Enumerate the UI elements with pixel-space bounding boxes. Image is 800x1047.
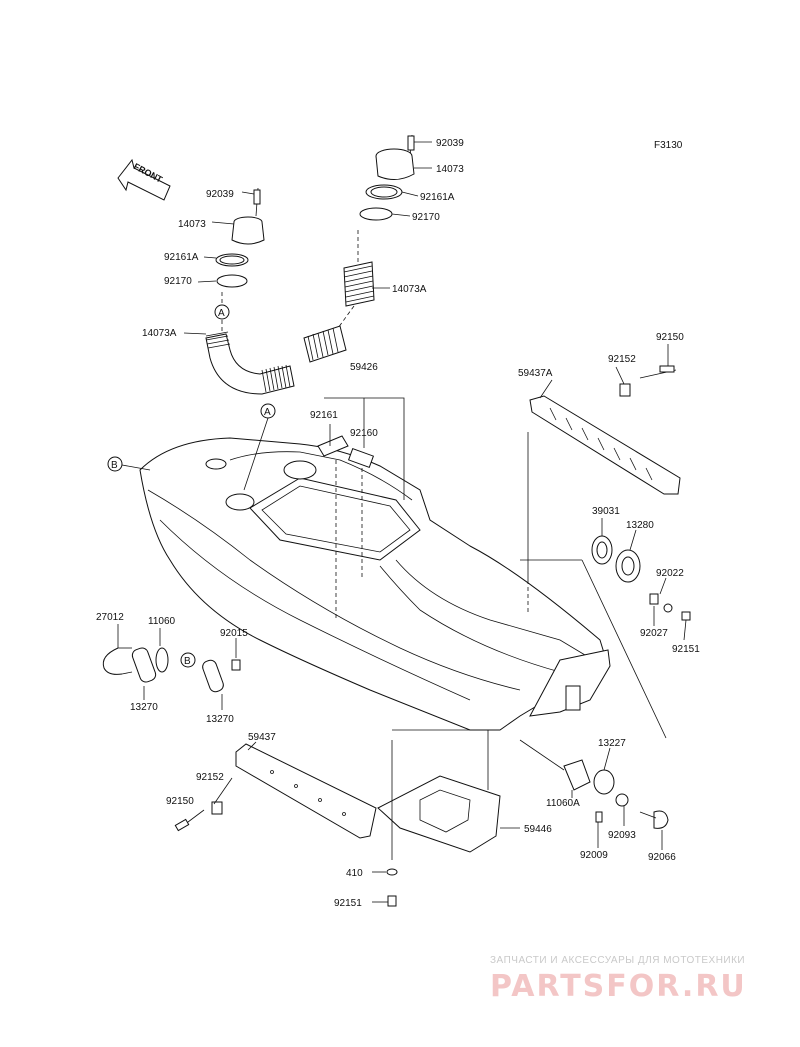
label-92161a-top: 92161A bbox=[420, 192, 455, 203]
label-92170-top: 92170 bbox=[412, 212, 440, 223]
part-labels: 92039 14073 92161A 92170 14073A 92039 14… bbox=[96, 138, 700, 909]
label-92151-right: 92151 bbox=[672, 644, 700, 655]
label-92170-left: 92170 bbox=[164, 276, 192, 287]
label-92027: 92027 bbox=[640, 628, 668, 639]
label-92161: 92161 bbox=[310, 410, 338, 421]
label-92015: 92015 bbox=[220, 628, 248, 639]
left-small-parts bbox=[102, 647, 241, 693]
label-92022: 92022 bbox=[656, 568, 684, 579]
label-92161a-left: 92161A bbox=[164, 252, 199, 263]
label-92151-bottom: 92151 bbox=[334, 898, 362, 909]
label-59437a: 59437A bbox=[518, 368, 553, 379]
label-92039-left: 92039 bbox=[206, 189, 234, 200]
left-sponson bbox=[174, 743, 377, 839]
label-13227: 13227 bbox=[598, 738, 626, 749]
label-13280: 13280 bbox=[626, 520, 654, 531]
label-14073a-left: 14073A bbox=[142, 328, 177, 339]
label-59446: 59446 bbox=[524, 824, 552, 835]
pump-fittings bbox=[519, 739, 669, 829]
front-arrow-icon: FRONT bbox=[117, 158, 171, 201]
label-27012: 27012 bbox=[96, 612, 124, 623]
intake-fittings bbox=[520, 535, 691, 739]
decal-part bbox=[317, 435, 349, 457]
ride-plate bbox=[377, 729, 501, 907]
watermark-tagline: ЗАПЧАСТИ И АКСЕССУАРЫ ДЛЯ МОТОТЕХНИКИ bbox=[490, 955, 745, 966]
label-92152-right: 92152 bbox=[608, 354, 636, 365]
callout-a-circle bbox=[214, 304, 230, 320]
label-92152-left: 92152 bbox=[196, 772, 224, 783]
label-13270-b: 13270 bbox=[206, 714, 234, 725]
label-92039-top: 92039 bbox=[436, 138, 464, 149]
label-410: 410 bbox=[346, 868, 363, 879]
label-92150-left: 92150 bbox=[166, 796, 194, 807]
label-92009: 92009 bbox=[580, 850, 608, 861]
right-duct-assembly bbox=[303, 134, 415, 363]
label-59437: 59437 bbox=[248, 732, 276, 743]
callout-a-hull-label: A bbox=[264, 407, 271, 418]
label-92093: 92093 bbox=[608, 830, 636, 841]
hull-body bbox=[139, 437, 611, 731]
leader-lines bbox=[117, 141, 687, 903]
callout-a-hull-circle bbox=[260, 403, 276, 419]
label-14073a-right: 14073A bbox=[392, 284, 427, 295]
diagram-code: F3130 bbox=[654, 140, 683, 151]
label-92150-right: 92150 bbox=[656, 332, 684, 343]
callout-b-hull-label: B bbox=[111, 460, 118, 471]
label-92160: 92160 bbox=[350, 428, 378, 439]
label-59426: 59426 bbox=[350, 362, 378, 373]
label-11060: 11060 bbox=[148, 616, 176, 627]
watermark-logo: PARTSFOR.RU bbox=[490, 969, 747, 1004]
pad-part bbox=[347, 447, 375, 469]
label-14073-left: 14073 bbox=[178, 219, 206, 230]
label-14073-top: 14073 bbox=[436, 164, 464, 175]
callout-a-label: A bbox=[218, 308, 225, 319]
left-duct-assembly bbox=[205, 187, 295, 395]
label-39031: 39031 bbox=[592, 506, 620, 517]
label-11060a: 11060A bbox=[546, 798, 580, 809]
callout-b-hull-circle bbox=[107, 456, 123, 472]
right-sponson bbox=[527, 365, 681, 614]
label-13270-a: 13270 bbox=[130, 702, 158, 713]
label-92066: 92066 bbox=[648, 852, 676, 863]
callout-b-left-label: B bbox=[184, 656, 191, 667]
